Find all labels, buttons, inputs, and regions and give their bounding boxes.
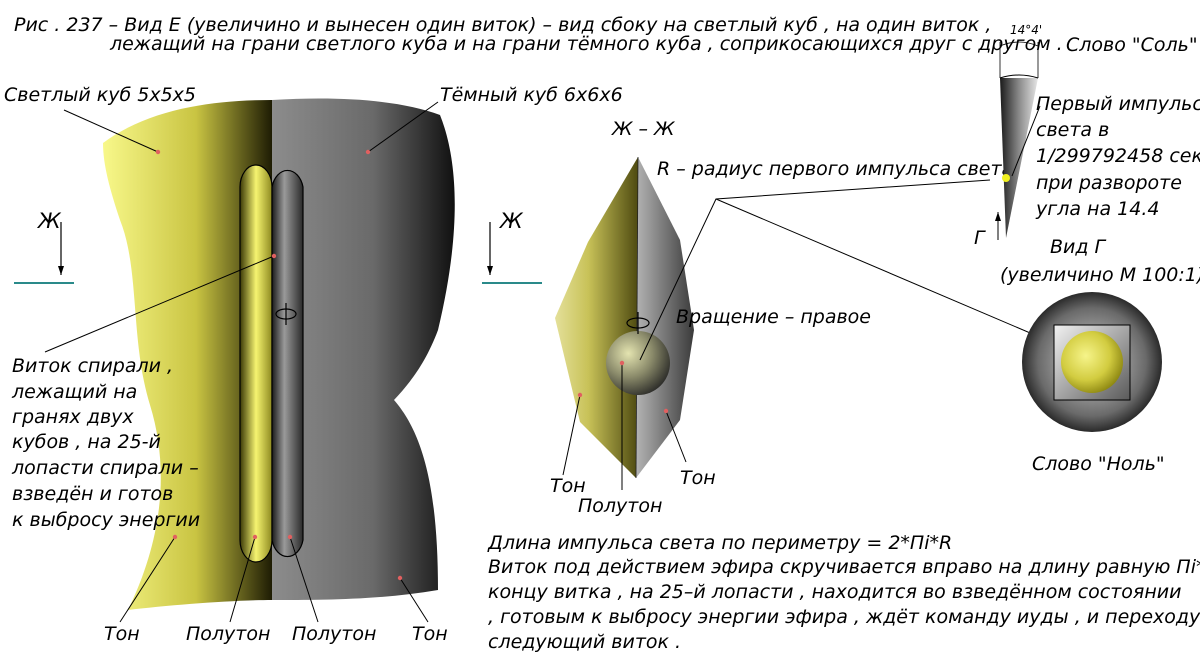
notes-block: Длина импульса света по периметру = 2*Пi… <box>487 532 1200 653</box>
tone-label-2: Тон <box>412 623 448 645</box>
svg-text:Виток спирали ,: Виток спирали , <box>12 355 173 377</box>
svg-text:Первый импульс: Первый импульс <box>1036 93 1200 115</box>
view-g-label: Вид Г <box>1050 236 1107 258</box>
note-line-3: концу витка , на 25–й лопасти , находитс… <box>488 581 1181 603</box>
svg-text:угла на 14.4: угла на 14.4 <box>1035 198 1159 220</box>
g-mark-label: Г <box>974 227 986 249</box>
note-line-2: Виток под действием эфира скручивается в… <box>488 556 1200 578</box>
svg-text:к выбросу энергии: к выбросу энергии <box>12 509 200 531</box>
light-cube <box>103 100 272 610</box>
first-impulse-label: Первый импульс света в 1/299792458 сек. … <box>1035 93 1200 220</box>
svg-text:гранях двух: гранях двух <box>12 406 134 428</box>
light-cube-label: Светлый куб 5х5х5 <box>4 84 196 106</box>
svg-text:света в: света в <box>1036 119 1109 141</box>
word-salt-label: Слово "Соль" <box>1066 34 1198 56</box>
spiral-coil-marker <box>271 253 277 259</box>
light-cube-marker <box>155 149 161 155</box>
svg-text:при развороте: при развороте <box>1036 172 1182 194</box>
impulse-ball <box>606 331 670 395</box>
halftone-label-3: Полутон <box>578 495 662 517</box>
spiral-coil <box>239 164 304 563</box>
tone-label-3: Тон <box>550 475 586 497</box>
cone-angle-label: 14°4' <box>1010 23 1042 37</box>
note-line-4: , готовым к выбросу энергии эфира , ждёт… <box>488 606 1200 628</box>
section-mark-right: Ж <box>482 209 542 284</box>
halftone-label-1: Полутон <box>186 623 270 645</box>
tone-label-1: Тон <box>104 623 140 645</box>
coil-rotation-symbol <box>275 303 297 325</box>
view-g-figure <box>1022 292 1162 432</box>
section-rotation-symbol <box>626 312 650 334</box>
word-zero-label: Слово "Ноль" <box>1032 453 1165 475</box>
dark-cube <box>272 98 455 601</box>
halftone-label-2: Полутон <box>292 623 376 645</box>
salt-cone <box>999 41 1039 238</box>
section-mark-left-text: Ж <box>36 209 62 233</box>
section-diamond <box>555 156 694 479</box>
spiral-coil-label: Виток спирали , лежащий на гранях двух к… <box>11 355 200 531</box>
section-mark-right-text: Ж <box>498 209 524 233</box>
note-line-5: следующий виток . <box>488 631 681 653</box>
caption-line-1: Рис . 237 – Вид Е (увеличино и вынесен о… <box>14 14 991 36</box>
svg-text:кубов , на 25-й: кубов , на 25-й <box>12 431 161 453</box>
view-g-scale-label: (увеличино М 100:1) <box>1000 264 1200 286</box>
tone-label-4: Тон <box>680 467 716 489</box>
first-impulse-point <box>1002 174 1010 182</box>
svg-text:взведён и готов: взведён и готов <box>12 483 173 505</box>
dark-cube-label: Тёмный куб 6х6х6 <box>440 84 623 106</box>
dark-cube-marker <box>365 149 371 155</box>
radius-label: R – радиус первого импульса света <box>657 158 1013 180</box>
rotation-label: Вращение – правое <box>676 306 871 328</box>
caption-line-2: лежащий на грани светлого куба и на гран… <box>109 33 1063 55</box>
section-mark-left: Ж <box>14 209 74 284</box>
svg-text:лопасти спирали –: лопасти спирали – <box>11 457 199 479</box>
section-title: Ж – Ж <box>611 118 676 140</box>
svg-text:лежащий на: лежащий на <box>11 381 137 403</box>
svg-text:1/299792458 сек.: 1/299792458 сек. <box>1036 145 1200 167</box>
note-line-1: Длина импульса света по периметру = 2*Пi… <box>487 532 952 554</box>
